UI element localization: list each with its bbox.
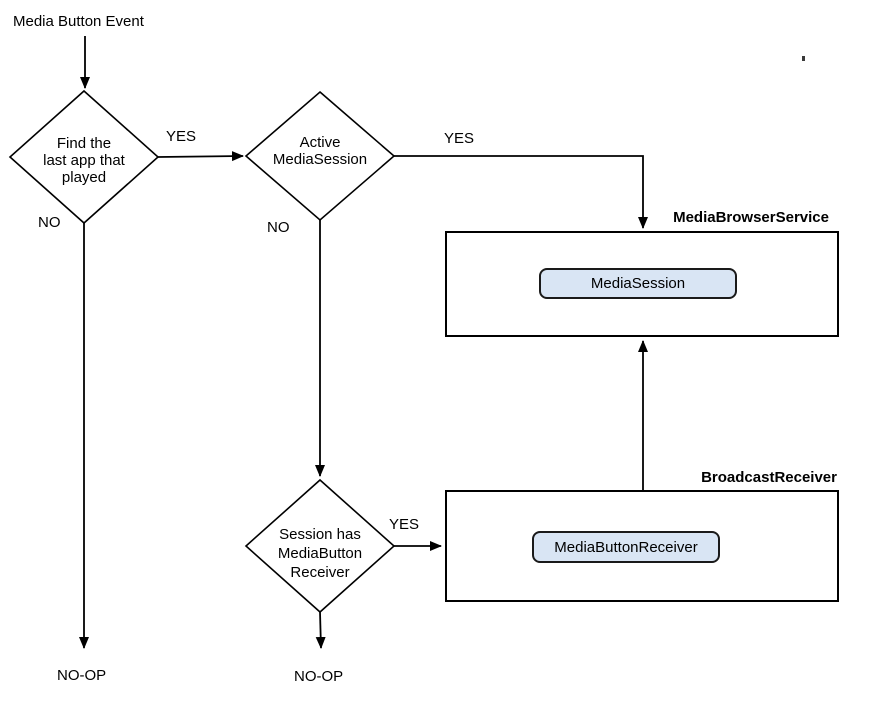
decision3-line1: Session has: [279, 526, 361, 543]
edge-label-yes-1: YES: [166, 128, 197, 145]
media-session-node: MediaSession: [539, 268, 737, 299]
edge-label-no-1: NO: [38, 214, 61, 231]
decision3-line3: Receiver: [290, 564, 350, 581]
terminal-noop-left: NO-OP: [57, 667, 107, 684]
decision3-line2: MediaButton: [277, 545, 363, 562]
decision-active-mediasession: [244, 90, 396, 222]
decision2-text: Active MediaSession: [250, 134, 390, 168]
media-session-node-label: MediaSession: [590, 275, 686, 292]
media-button-receiver-node: MediaButtonReceiver: [532, 531, 720, 563]
broadcast-receiver-title: BroadcastReceiver: [701, 469, 837, 486]
decision2-line2: MediaSession: [272, 151, 368, 168]
media-button-receiver-node-label: MediaButtonReceiver: [554, 538, 698, 556]
edge-decision2-yes-to-service: [394, 155, 648, 229]
edge-label-yes-2: YES: [444, 130, 475, 147]
decision-find-last-app: [8, 89, 160, 225]
start-label: Media Button Event: [13, 13, 144, 30]
decision1-line2: last app that: [43, 152, 125, 169]
decision1-line3: played: [61, 169, 107, 186]
terminal-noop-right: NO-OP: [294, 668, 344, 685]
decision2-line1: Active: [299, 134, 341, 151]
decision3-text: Session has MediaButton Receiver: [250, 525, 390, 582]
edge-decision3-to-noop: [315, 611, 326, 649]
decision1-text: Find the last app that played: [14, 135, 154, 186]
edge-label-no-2: NO: [267, 219, 290, 236]
artifact-dot: [802, 56, 805, 61]
edge-label-yes-3: YES: [389, 516, 420, 533]
decision-session-has-receiver: [244, 478, 396, 614]
edge-decision1-yes: [157, 151, 244, 162]
media-browser-service-title: MediaBrowserService: [673, 209, 829, 226]
decision1-line1: Find the: [56, 135, 112, 152]
